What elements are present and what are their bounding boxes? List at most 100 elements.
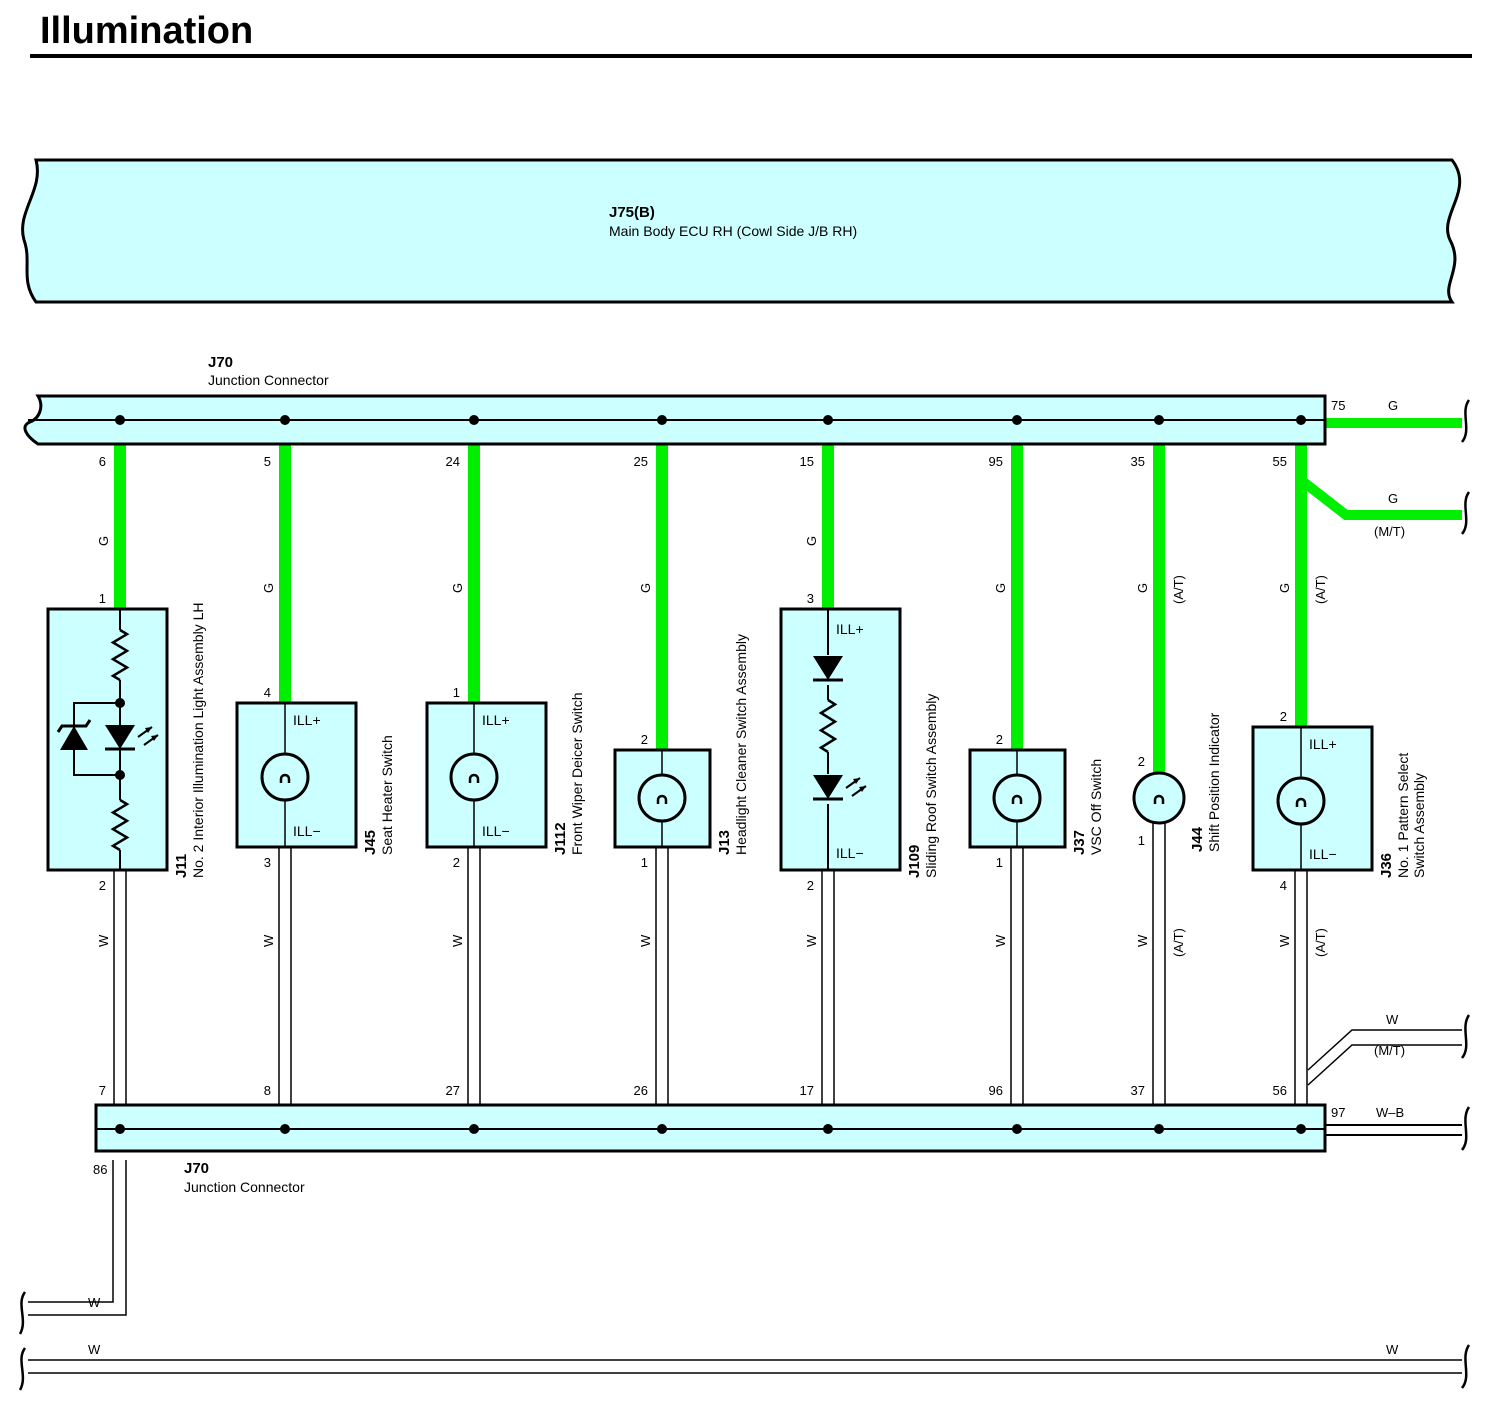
bulb-outline [637,773,687,823]
pin-top-label: 95 [989,454,1003,469]
ground-wire-break [18,1291,27,1335]
mt-white-branch [1307,1029,1462,1086]
ill-minus-label: ILL− [836,845,864,861]
pin-bottom-label: 96 [989,1083,1003,1098]
component-pin-bottom: 2 [807,878,814,893]
component-pin-bottom: 2 [99,878,106,893]
junction-dot-bottom [280,1124,290,1134]
ecu-block [21,158,1462,304]
light-emission-arrows [845,777,867,797]
component-name: Shift Position Indicator [1206,712,1222,852]
wire-color-label-w: W [1277,934,1292,947]
resistor-symbol [818,698,838,754]
pin-top-label: 6 [99,454,106,469]
top-out-pin: 75 [1331,398,1345,413]
bulb-filament [656,794,668,801]
white-wire-J36 [1294,869,1308,1130]
arrow-head [853,778,860,784]
pin-bottom-label: 8 [264,1083,271,1098]
zener-symbol [60,726,88,750]
component-id: J13 [716,830,733,855]
component-name: VSC Off Switch [1088,759,1104,855]
wire-color-label-g: G [450,583,465,593]
wire-color-label-w: W [261,934,276,947]
bulb-outline [260,752,310,802]
junction-dot-top [1296,415,1306,425]
at-note-top: (A/T) [1313,575,1328,604]
wire-color-label-g: G [804,536,819,546]
pin-top-label: 15 [800,454,814,469]
junction-dot-bottom [1012,1124,1022,1134]
bulb-outline [992,773,1042,823]
pin-top-label: 5 [264,454,271,469]
ill-minus-label: ILL− [482,823,510,839]
component-pin-top: 4 [264,685,271,700]
pin-bottom-label: 27 [446,1083,460,1098]
wire-color-label-g: G [1277,583,1292,593]
bottom-bus-break-left [18,1347,27,1391]
junction-top-name: Junction Connector [208,372,329,388]
component-name: No. 1 Pattern Select [1395,753,1411,878]
wire-color-label-g: G [1135,583,1150,593]
mt-green-branch [1297,476,1462,520]
wire-color-label-g: G [96,536,111,546]
component-name: Headlight Cleaner Switch Assembly [733,634,749,855]
junction-bottom-ground-pin: 86 [93,1162,107,1177]
junction-bottom-id: J70 [184,1160,209,1177]
bulb-outline [449,752,499,802]
bulb-icon-J44 [1132,771,1186,825]
component-pin-bottom: 3 [264,855,271,870]
component-box-J109 [779,607,902,872]
junction-dot-top [280,415,290,425]
node-dot [115,698,125,708]
wire-color-label-w: W [1135,934,1150,947]
white-wire-J44 [1152,822,1166,1130]
wire-color-label-w: W [804,934,819,947]
junction-dot-bottom [657,1124,667,1134]
component-id: J45 [362,830,379,855]
component-name: Switch Assembly [1411,773,1427,878]
component-box-J11 [46,607,169,872]
diode-symbol [813,656,843,680]
bottom-bus-label-left: W [88,1342,101,1357]
wire-color-label-g: G [638,583,653,593]
junction-dot-top [115,415,125,425]
mt-green-note: (M/T) [1374,524,1405,539]
white-wire-J11 [113,869,127,1130]
bottom-out-pin: 97 [1331,1105,1345,1120]
mt-white-wire-label: W [1386,1012,1399,1027]
ill-plus-label: ILL+ [836,621,864,637]
led-symbol [813,775,843,799]
bottom-bus-wire [28,1359,1462,1374]
wire-color-label-w: W [96,934,111,947]
component-name: No. 2 Interior Illumination Light Assemb… [190,603,206,878]
component-name: Front Wiper Deicer Switch [569,692,585,855]
component-id: J112 [552,822,569,855]
bottom-out-wire-label: W–B [1376,1105,1404,1120]
component-pin-top: 2 [996,732,1003,747]
bulb-filament [279,773,291,780]
junction-dot-top [1154,415,1164,425]
mt-white-note: (M/T) [1374,1043,1405,1058]
wire-color-label-w: W [450,934,465,947]
pin-bottom-label: 17 [800,1083,814,1098]
white-wire-J109 [821,869,835,1130]
led-symbol [105,725,135,749]
component-pin-top: 2 [1138,754,1145,769]
bulb-filament [468,773,480,780]
white-wire-J37 [1010,846,1024,1130]
at-note-bottom: (A/T) [1171,928,1186,957]
ill-plus-label: ILL+ [482,712,510,728]
pin-bottom-label: 7 [99,1083,106,1098]
component-pin-top: 1 [99,591,106,606]
bottom-out-break [1460,1106,1471,1151]
pin-bottom-label: 37 [1131,1083,1145,1098]
wire-color-label-g: G [993,583,1008,593]
junction-dot-bottom [469,1124,479,1134]
resistor-symbol [110,628,130,682]
junction-top-id: J70 [208,354,233,371]
component-id: J109 [906,845,923,878]
bulb-filament [1153,794,1165,801]
junction-dot-top [469,415,479,425]
